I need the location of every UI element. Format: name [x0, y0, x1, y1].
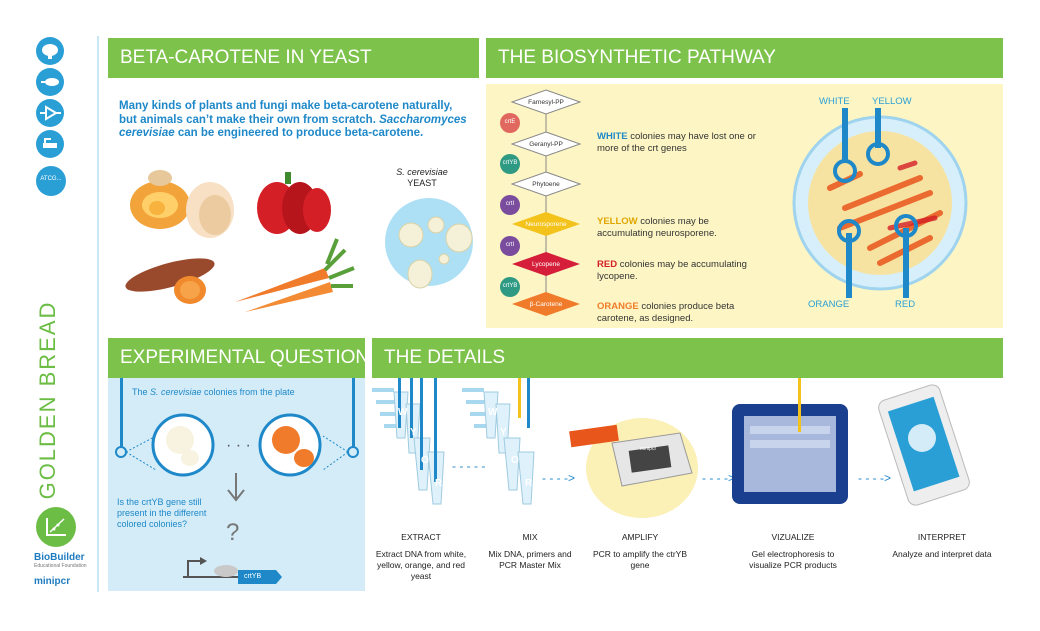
svg-text:- - - ->: - - - -> — [858, 471, 891, 485]
plate-label-white: WHITE — [819, 96, 850, 107]
plate-label-red: RED — [895, 299, 916, 310]
node-neurosporene: Neurosporene — [525, 221, 567, 228]
note-white: WHITE colonies may have lost one or more… — [597, 131, 756, 154]
plate-label-yellow: YELLOW — [872, 96, 912, 107]
dna-icon[interactable] — [36, 68, 64, 96]
question-caption: The S. cerevisiae colonies from the plat… — [132, 387, 295, 397]
step-desc-extract: Extract DNA from white, yellow, orange, … — [375, 549, 467, 581]
tube-letter-w-2: W — [488, 407, 498, 418]
svg-text:- - - ->: - - - -> — [542, 471, 575, 485]
tube-letter-r-1: R — [435, 478, 443, 489]
step-title-interpret: INTERPRET — [917, 532, 967, 542]
pathway-diagram — [500, 89, 582, 316]
petri-plate-illustration — [792, 108, 968, 298]
step-title-amplify: AMPLIFY — [621, 532, 659, 542]
enzyme-crti-1: crtI — [505, 201, 515, 207]
biobuilder-logo-text: BioBuilder — [34, 552, 85, 563]
question-text: Is the crtYB gene still present in the d… — [117, 497, 207, 529]
sidebar-title: GOLDEN BREAD — [35, 300, 60, 500]
node-beta-carotene: β-Carotene — [529, 301, 563, 308]
intro-text: Many kinds of plants and fungi make beta… — [119, 100, 467, 139]
question-illustration: · · · ? — [115, 378, 359, 584]
vegetables-illustration — [125, 170, 355, 312]
yeast-label: S. cerevisiae YEAST — [396, 167, 448, 188]
minipcr-logo-text: minipcr — [34, 576, 71, 587]
step-title-extract: EXTRACT — [401, 532, 441, 542]
note-yellow: YELLOW colonies may be accumulating neur… — [597, 216, 717, 239]
node-lycopene: Lycopene — [532, 261, 560, 268]
svg-text:- - - ->: - - - -> — [702, 471, 735, 485]
note-red: RED colonies may be accumulating lycopen… — [597, 259, 747, 282]
tube-letter-o-2: O — [511, 455, 519, 466]
step-desc-interpret: Analyze and interpret data — [892, 549, 992, 559]
step-desc-mix: Mix DNA, primers and PCR Master Mix — [488, 549, 572, 570]
note-orange: ORANGE colonies produce beta carotene, a… — [597, 301, 735, 324]
step-title-vizualize: VIZUALIZE — [771, 532, 815, 542]
biobuilder-logo-subtext: Educational Foundation — [34, 563, 87, 569]
tube-letter-y-1: Y — [410, 427, 417, 438]
enzyme-crte: crtE — [504, 119, 516, 125]
tube-letter-w-1: W — [398, 407, 408, 418]
enzyme-crtyb-2: crtYB — [502, 283, 518, 289]
tube-letter-r-2: R — [525, 478, 533, 489]
node-farnesyl: Farnesyl-PP — [528, 99, 564, 106]
node-geranyl: Geranyl-PP — [529, 141, 563, 148]
plasmid-icon[interactable] — [36, 130, 64, 158]
yeast-dish-illustration — [385, 198, 473, 289]
sweet-potato-icon — [125, 258, 215, 304]
pathway-header: THE BIOSYNTHETIC PATHWAY — [486, 38, 1003, 78]
node-phytoene: Phytoene — [532, 181, 560, 188]
svg-text:- - - - -: - - - - - — [452, 459, 485, 473]
sequence-label: ATCG... — [40, 176, 62, 182]
tube-letter-y-2: Y — [500, 427, 507, 438]
carrot-icon — [235, 238, 355, 312]
pcr-machine-label: minipcr — [640, 446, 657, 452]
plate-label-orange: ORANGE — [808, 299, 850, 310]
details-header: THE DETAILS — [372, 338, 1003, 378]
svg-text:· · ·: · · · — [226, 437, 251, 454]
enzyme-crti-2: crtI — [505, 242, 515, 248]
pepper-icon — [257, 172, 331, 234]
circuit-icon[interactable] — [36, 99, 64, 127]
rail-divider — [97, 36, 99, 592]
extract-tubes-icon — [372, 378, 445, 505]
pcr-machine-icon — [569, 418, 698, 518]
step-desc-vizualize: Gel electrophoresis to visualize PCR pro… — [749, 549, 837, 570]
step-title-mix: MIX — [522, 532, 538, 542]
sequence-icon[interactable]: ATCG... — [36, 166, 66, 196]
workflow-illustration: - - - - - - - - -> - - - -> - - - -> — [372, 378, 970, 518]
biobuilder-logo-icon — [36, 507, 76, 547]
tube-letter-o-1: O — [421, 455, 429, 466]
svg-text:?: ? — [226, 519, 239, 546]
question-header: EXPERIMENTAL QUESTION — [108, 338, 369, 378]
enzyme-crtyb-1: crtYB — [502, 160, 518, 166]
beta-carotene-header: BETA-CAROTENE IN YEAST — [108, 38, 479, 78]
squash-icon — [130, 170, 234, 238]
gene-label: crtYB — [244, 573, 262, 580]
phone-icon — [878, 384, 970, 506]
brain-icon[interactable] — [36, 37, 64, 65]
gel-box-icon — [732, 378, 848, 504]
mix-tubes-icon — [462, 378, 535, 505]
step-desc-amplify: PCR to amplify the ctrYB gene — [592, 549, 687, 570]
